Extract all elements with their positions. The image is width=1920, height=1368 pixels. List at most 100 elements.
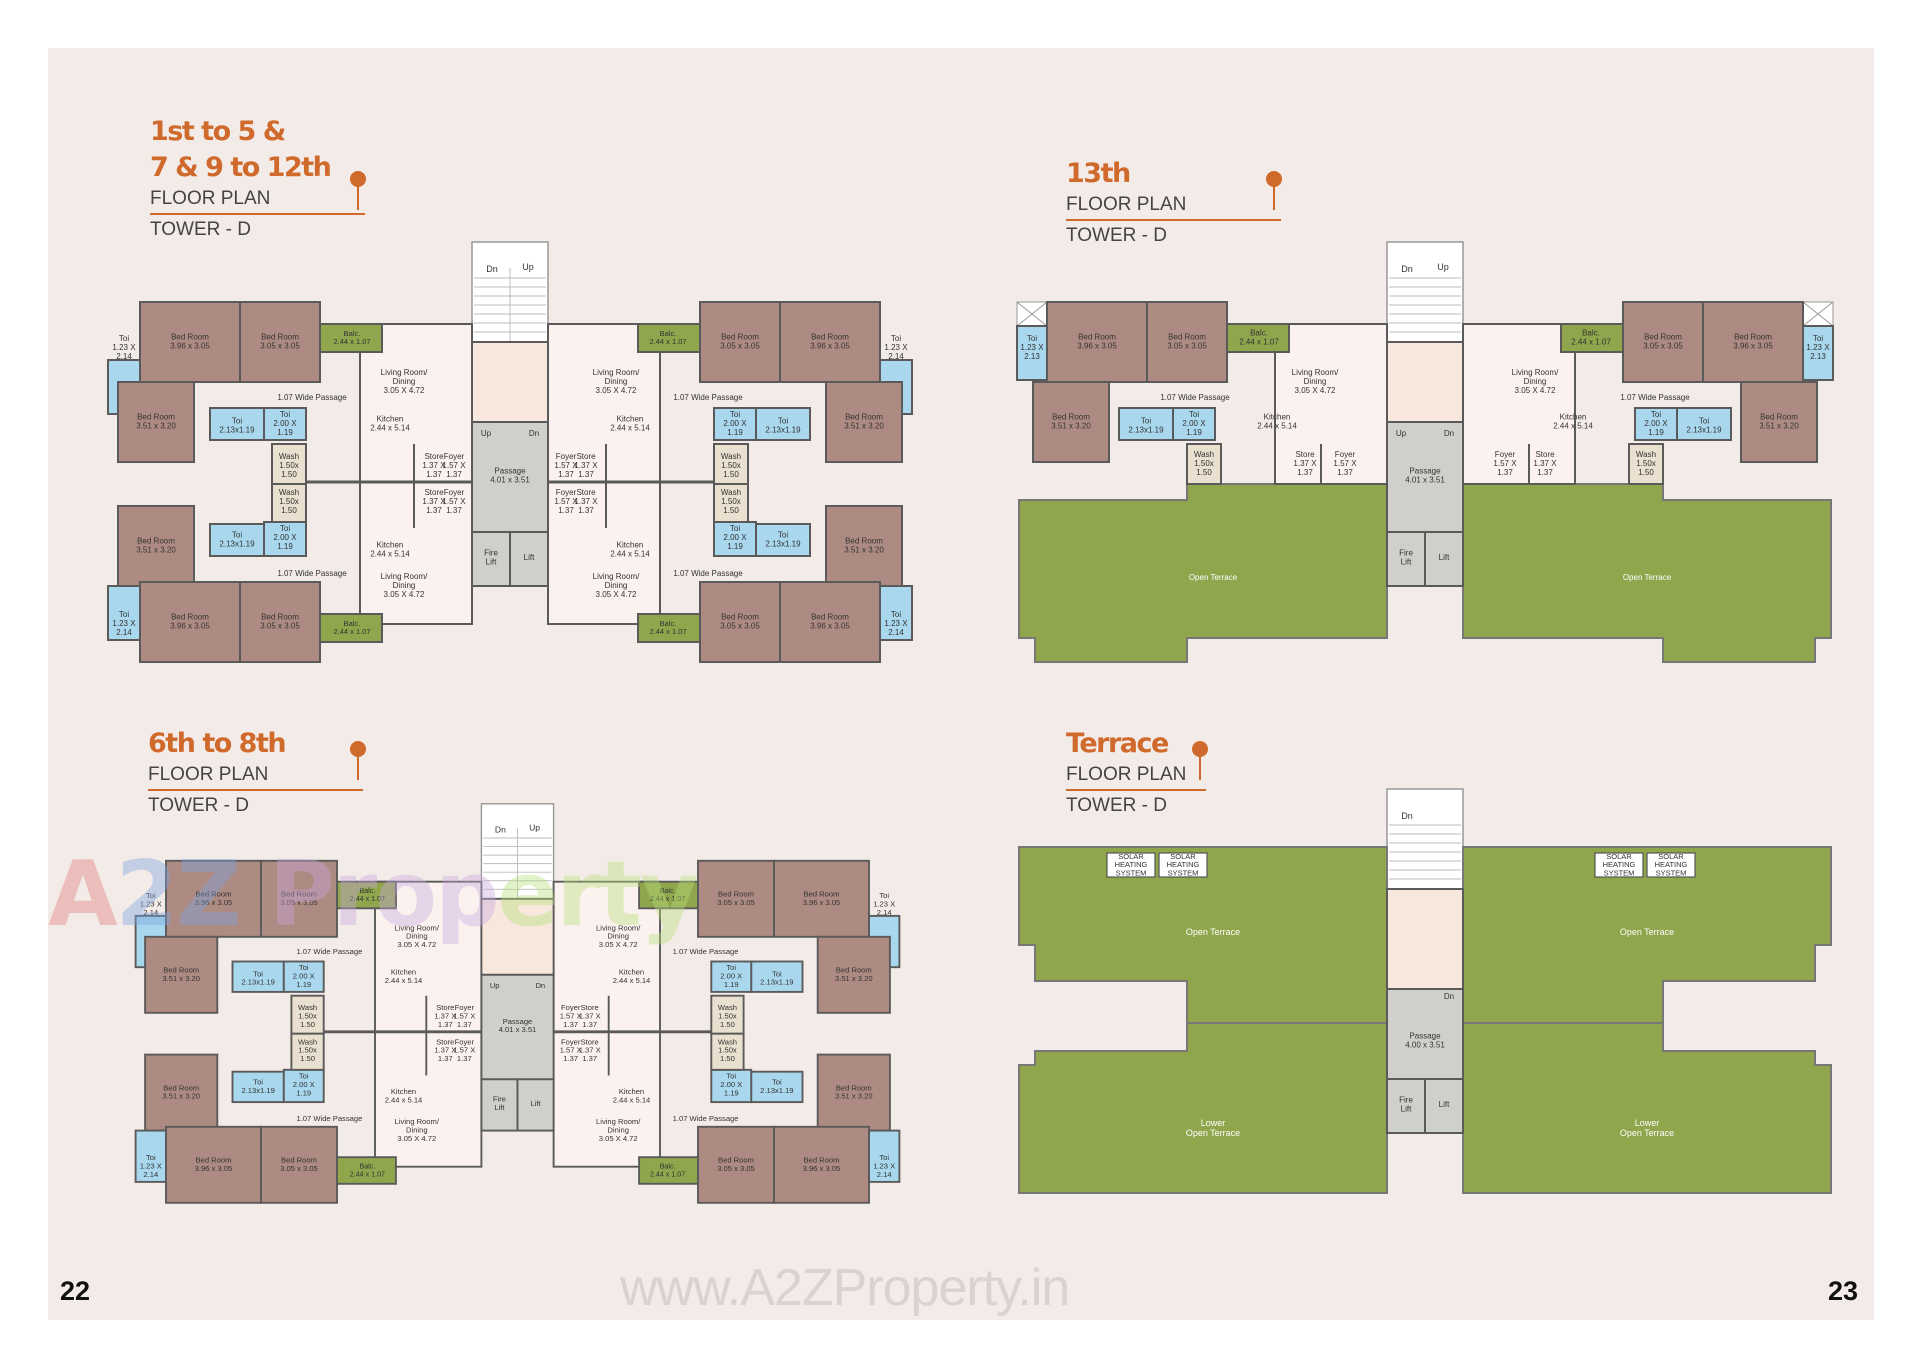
lower-open-terrace [1018,1022,1388,1194]
apartment-floor [374,880,483,1168]
plan-subtitle: FLOOR PLAN [1066,194,1187,215]
title-block-6to8: 6th to 8th FLOOR PLAN TOWER - D [148,726,363,819]
apartment-floor [359,323,473,625]
terrace-label: Open Terrace [1623,573,1672,582]
plan-title: Terrace [1066,728,1169,759]
plan-tower: TOWER - D [1066,225,1167,246]
solar-heating-box [1594,852,1644,878]
balcony [319,613,383,643]
toilet-room [231,1070,285,1104]
lift-label: Lift [524,553,535,562]
plan-title: 1st to 5 & 7 & 9 to 12th [150,116,332,183]
bedroom [144,1053,219,1132]
plan-tower: TOWER - D [148,795,249,816]
room-label: Balc.2.44 x 1.07 [350,1162,385,1178]
toilet-room [1676,407,1732,441]
bedroom [699,301,781,383]
apartment-floor [1462,323,1576,485]
wash-area [271,483,307,523]
room-label: Balc.2.44 x 1.07 [333,619,370,636]
stair-landing [471,341,549,423]
wing [1462,301,1834,485]
core-label-up: Up [1396,429,1407,438]
toilet-room [263,407,307,441]
bedroom [1702,301,1804,383]
core-label-up: Up [490,981,500,990]
terrace-label: Open Terrace [1186,927,1240,937]
bedroom [773,859,870,938]
wing [552,859,901,1204]
toilet-room [750,960,804,993]
toilet-room [710,1068,753,1104]
room-label: Balc.2.44 x 1.07 [1571,329,1611,347]
bedroom [239,581,321,663]
toilet-room [107,585,141,641]
bedroom [165,1125,262,1204]
terrace-label: Open Terrace [1620,927,1674,937]
title-block-terrace: Terrace FLOOR PLAN TOWER - D [1066,726,1206,819]
page-number-left: 22 [60,1276,91,1306]
wash-area [1628,443,1664,485]
wash-area [710,994,745,1035]
balcony [336,880,397,910]
room-label: 1.07 Wide Passage [296,1114,362,1123]
duct-cross [1802,301,1834,327]
room-label: Balc.2.44 x 1.07 [649,329,686,346]
room-label: 1.07 Wide Passage [673,947,739,956]
room-label: 1.07 Wide Passage [673,569,743,578]
bedroom [144,935,219,1014]
toilet-room [134,1129,167,1183]
bedroom [1046,301,1148,383]
toilet-room [713,407,757,441]
room-label: Balc.2.44 x 1.07 [650,887,685,903]
bedroom [260,1125,338,1204]
title-rule [150,213,365,215]
bedroom [779,301,881,383]
plan-subtitle: FLOOR PLAN [150,188,271,209]
room-label: 1.07 Wide Passage [277,569,347,578]
plan-tower: TOWER - D [1066,795,1167,816]
page-number-right: 23 [1828,1276,1859,1306]
